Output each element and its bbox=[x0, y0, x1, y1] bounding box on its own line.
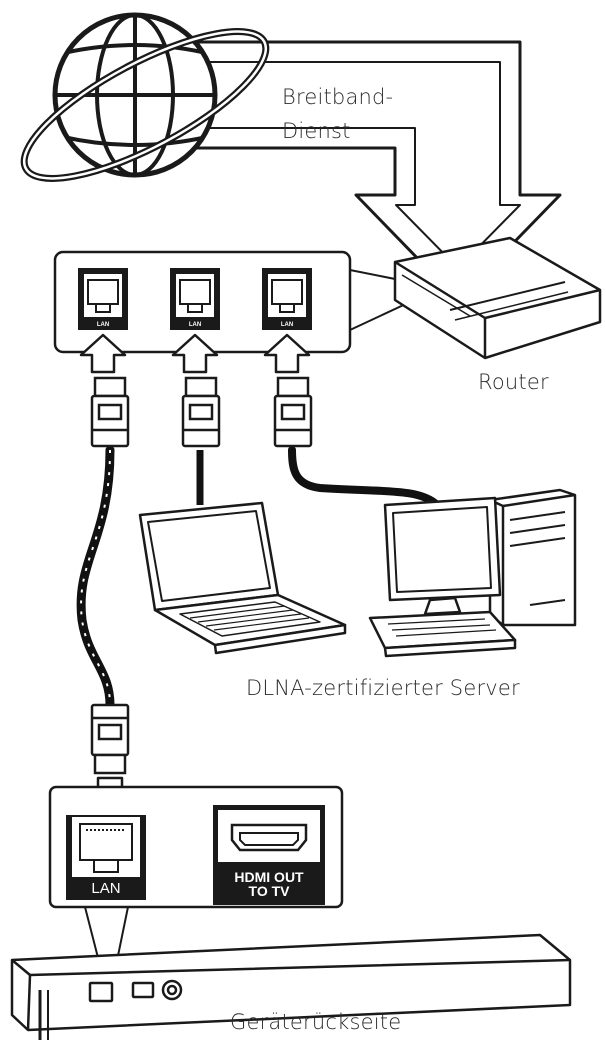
device-rear-caption: Geräterückseite bbox=[230, 1010, 402, 1034]
router-port-3-label: LAN bbox=[280, 322, 294, 328]
lan-plug-icon bbox=[90, 376, 130, 448]
up-arrow-2 bbox=[171, 333, 219, 374]
router-lan-port-1 bbox=[78, 268, 128, 330]
desktop-computer-icon bbox=[368, 488, 577, 658]
player-device-icon bbox=[10, 933, 572, 1040]
hdmi-label-line-1: HDMI OUT bbox=[234, 869, 304, 885]
laptop-icon bbox=[138, 501, 347, 655]
hdmi-label: HDMI OUT TO TV bbox=[213, 870, 325, 898]
router-port-2-label: LAN bbox=[188, 322, 202, 328]
hdmi-label-line-2: TO TV bbox=[248, 883, 290, 899]
hdmi-port-icon bbox=[213, 805, 325, 905]
lan-plug-2 bbox=[181, 376, 221, 448]
device-lan-label: LAN bbox=[91, 880, 121, 897]
device-lan-plug bbox=[90, 703, 130, 775]
lan-port-icon bbox=[66, 815, 146, 900]
broadband-arrow bbox=[148, 40, 562, 302]
router-lan-port-2 bbox=[170, 268, 220, 330]
server-caption: DLNA-zertifizierter Server bbox=[246, 676, 520, 700]
router-caption: Router bbox=[478, 370, 549, 394]
broadband-caption-line-2: Dienst bbox=[282, 119, 351, 143]
cable-to-player bbox=[76, 445, 115, 710]
up-arrow-1 bbox=[79, 333, 127, 374]
router-icon bbox=[393, 236, 602, 360]
broadband-caption-line-1: Breitband- bbox=[282, 85, 394, 109]
up-arrow-3 bbox=[263, 333, 311, 374]
router-port-1-label: LAN bbox=[96, 322, 110, 328]
cable-to-desktop bbox=[288, 446, 441, 509]
globe-icon bbox=[20, 12, 270, 182]
cable-to-player-inner bbox=[80, 449, 111, 706]
broadband-caption: Breitband- Dienst bbox=[282, 80, 393, 148]
lan-plug-3 bbox=[273, 376, 313, 448]
router-lan-port-3 bbox=[262, 268, 312, 330]
